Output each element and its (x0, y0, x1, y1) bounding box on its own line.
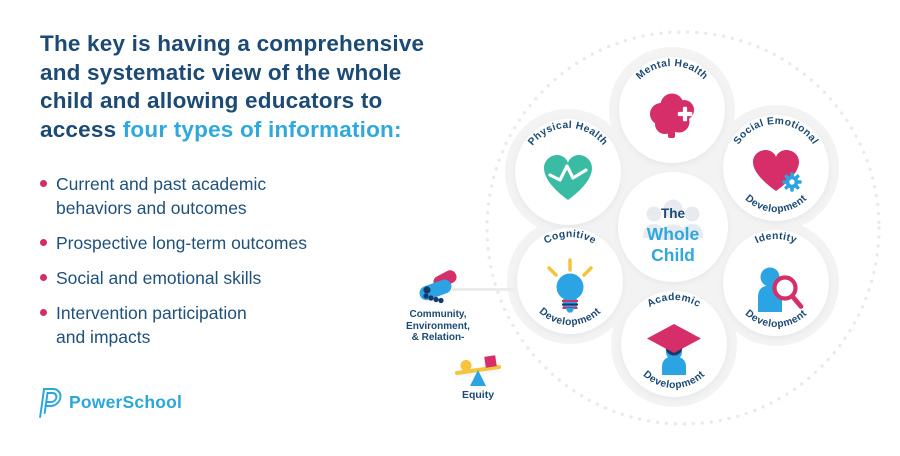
circle-mental-health: Mental Health (619, 57, 725, 163)
page-title: The key is having a comprehensive and sy… (40, 30, 475, 144)
svg-text:Cognitive: Cognitive (542, 229, 598, 247)
circle-social-emotional: Social Emotional Development (723, 115, 829, 221)
circle-physical-health: Physical Health (515, 119, 621, 225)
person-magnifier-icon (758, 267, 804, 312)
connector-line (452, 288, 514, 291)
bullet-list: Current and past academic behaviors and … (40, 172, 440, 360)
dotted-ring (485, 30, 881, 426)
circle-academic: Academic Development (621, 291, 727, 397)
powerschool-p-icon (39, 388, 62, 418)
bullet-text: Prospective long-term outcomes (56, 233, 307, 253)
graduate-icon (647, 324, 701, 375)
circle-whole-child: The Whole Child (618, 172, 728, 282)
people-icon (643, 199, 703, 240)
heart-gear-icon (753, 150, 802, 192)
handshake-icon (419, 270, 457, 304)
center-label-whole: Whole (647, 224, 700, 244)
list-item: Current and past academic behaviors and … (40, 172, 440, 220)
powerschool-logo: PowerSchool (36, 386, 182, 419)
logo-wordmark: PowerSchool (69, 392, 183, 412)
balance-scale-icon (455, 355, 501, 386)
bullet-dot (40, 180, 47, 187)
headline-accent: four types of information: (122, 116, 402, 142)
headline-main: The key is having a comprehensive and sy… (40, 31, 425, 142)
gear-icon (782, 172, 802, 192)
bullet-dot (40, 239, 47, 246)
equity-label: Equity (461, 389, 495, 401)
bullet-text: Intervention participation and impacts (56, 303, 247, 347)
bullet-dot (40, 274, 47, 281)
center-label-child: Child (651, 245, 695, 265)
center-label-the: The (661, 206, 685, 221)
heart-pulse-icon (544, 155, 592, 200)
circle-cognitive: Cognitive Development (517, 228, 623, 334)
bullet-text: Current and past academic behaviors and … (56, 174, 267, 218)
community-label: Community, Environment, & Relation- (406, 309, 470, 343)
list-item: Social and emotional skills (40, 266, 440, 290)
bullet-text: Social and emotional skills (56, 268, 262, 288)
lightbulb-icon (547, 258, 593, 313)
list-item: Intervention participation and impacts (40, 301, 440, 349)
list-item: Prospective long-term outcomes (40, 231, 440, 255)
circle-identity: Identity Development (723, 230, 829, 336)
circle-label: Cognitive (542, 229, 597, 247)
bullet-dot (40, 309, 47, 316)
brain-plus-icon (650, 93, 694, 138)
